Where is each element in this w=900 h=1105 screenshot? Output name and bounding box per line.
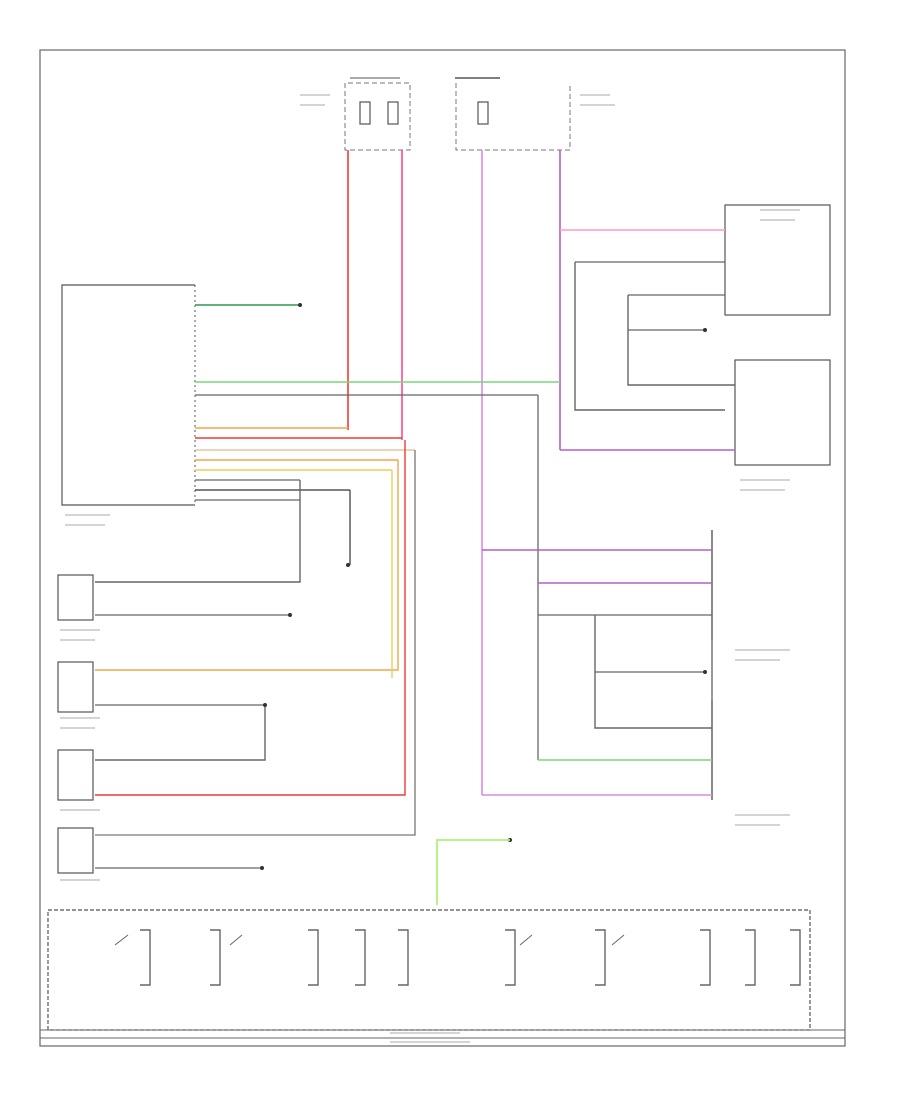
heated-seat-control-module xyxy=(61,284,196,506)
bottom-switch-bank xyxy=(40,909,845,1039)
right-components xyxy=(482,204,831,800)
top-power-distribution xyxy=(344,77,571,151)
lower-left-switches xyxy=(57,574,94,874)
wire-light-green xyxy=(436,839,510,905)
main-wires xyxy=(347,150,561,795)
lower-left-feeds xyxy=(95,440,416,869)
diagram-frame xyxy=(39,49,846,1047)
module-output-wires xyxy=(195,304,560,501)
label-marks xyxy=(60,94,800,1043)
ground-points xyxy=(260,303,707,870)
